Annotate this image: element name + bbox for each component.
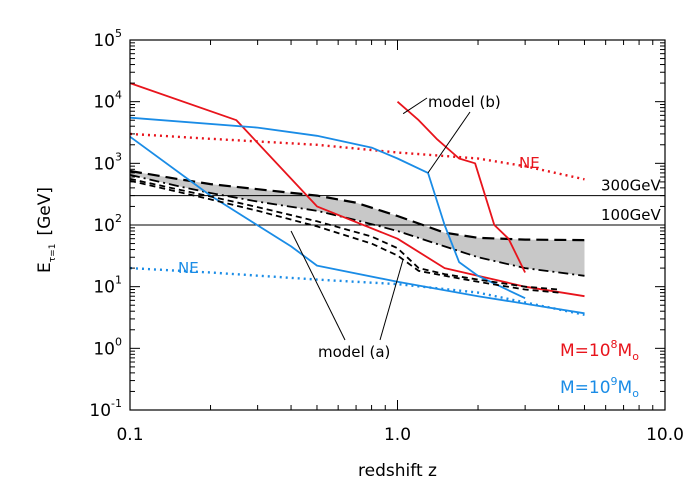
plot-area: 300GeV 100GeV model (a) model (b) NE NE M=108M… — [35, 27, 684, 481]
y-tick-label: 104 — [93, 89, 122, 113]
shaded-band — [130, 171, 585, 276]
series-7-black-shortdash — [129, 179, 559, 294]
y-axis-title: Eτ=1[GeV] — [35, 187, 58, 273]
series-3-red-dotted — [129, 132, 585, 181]
y-tick-label: 103 — [93, 150, 122, 174]
reference-line-label-100GeV: 100GeV — [601, 206, 661, 224]
y-tick-label: 101 — [93, 274, 122, 298]
annotation-ne-red: NE — [519, 154, 540, 172]
series-2-red-solid — [396, 101, 526, 273]
x-tick-label: 10.0 — [646, 425, 684, 445]
band-upper-longdash — [129, 169, 585, 242]
mass-label-blue: M=109Mo — [560, 375, 639, 400]
x-tick-label: 1.0 — [384, 425, 411, 445]
series-6-blue-dotted — [129, 266, 585, 316]
series-8-black-shortdash — [129, 178, 559, 291]
annotation-model-a-pointer-2 — [379, 258, 404, 341]
series-4-blue-solid — [129, 116, 526, 300]
annotation-model-a-pointer-1 — [290, 230, 346, 341]
y-tick-label: 105 — [93, 27, 122, 51]
annotation-model-b-pointer-1 — [427, 111, 471, 174]
annotation-model-b-label: model (b) — [428, 93, 501, 111]
y-tick-label: 10-1 — [89, 397, 122, 421]
reference-line-label-300GeV: 300GeV — [601, 177, 661, 195]
y-tick-label: 100 — [93, 335, 122, 359]
band-lower-dashdot — [129, 174, 585, 277]
mass-label-red: M=108Mo — [560, 338, 639, 363]
annotation-model-a-label: model (a) — [318, 343, 390, 361]
x-axis-title: redshift z — [358, 461, 437, 481]
annotation-ne-blue: NE — [178, 259, 199, 277]
y-tick-label: 102 — [93, 212, 122, 236]
x-tick-label: 0.1 — [116, 425, 143, 445]
annotation-model-b-pointer-2 — [402, 97, 428, 115]
